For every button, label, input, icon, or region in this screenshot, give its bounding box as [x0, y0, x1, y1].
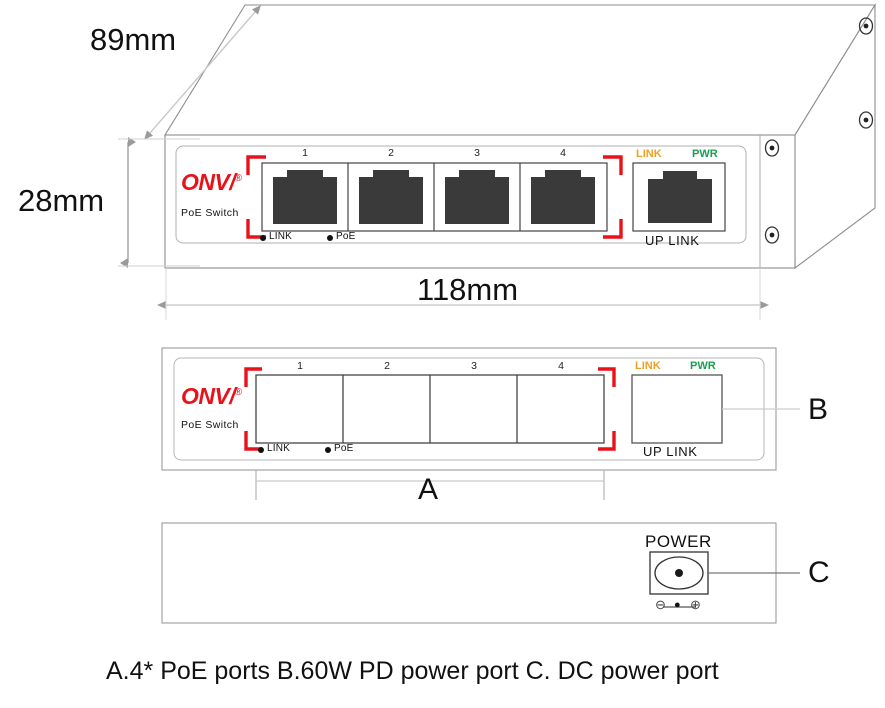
brand-registered-mark: ® [234, 173, 242, 185]
link-led-label: LINK [269, 231, 293, 242]
callout-label-b: B [808, 393, 829, 426]
front-panel-uplink [632, 162, 726, 232]
poe-led-label-flat: PoE [334, 443, 354, 454]
dimension-label-height: 28mm [18, 183, 105, 218]
port-number-4: 4 [560, 147, 566, 159]
callout-label-c: C [808, 556, 830, 589]
link-led-dot [260, 235, 266, 241]
port-number-flat-2: 2 [384, 360, 390, 372]
poe-led-dot [327, 235, 333, 241]
dimension-height-28mm [118, 137, 200, 268]
uplink-link-label-flat: LINK [635, 360, 661, 372]
port-number-3: 3 [474, 147, 480, 159]
link-led-dot-flat [258, 447, 264, 453]
callout-label-a: A [418, 473, 439, 506]
power-port-label: POWER [645, 532, 712, 551]
poe-led-dot-flat [325, 447, 331, 453]
dimension-label-depth: 89mm [90, 22, 177, 57]
poe-led-label: PoE [336, 231, 356, 242]
port-number-flat-3: 3 [471, 360, 477, 372]
port-number-flat-1: 1 [297, 360, 303, 372]
dimension-depth-89mm [144, 5, 261, 140]
brand-logo-text: ONV [181, 169, 230, 195]
port-number-flat-4: 4 [558, 360, 564, 372]
uplink-caption: UP LINK [645, 233, 700, 248]
link-led-label-flat: LINK [267, 443, 291, 454]
polarity-positive-icon: ⊕ [690, 597, 701, 612]
figure-caption: A.4* PoE ports B.60W PD power port C. DC… [106, 657, 719, 685]
front-panel-ports [246, 155, 623, 239]
dimension-a-bracket [255, 470, 605, 500]
port-number-1: 1 [302, 147, 308, 159]
dimension-label-width: 118mm [417, 272, 519, 307]
dimension-width-118mm [157, 268, 769, 320]
brand-logo-flat: ONV/® [181, 383, 242, 409]
polarity-negative-icon: ⊖ [655, 597, 666, 612]
side-panel-screws [764, 17, 874, 244]
port-number-2: 2 [388, 147, 394, 159]
model-label: PoE Switch [181, 207, 239, 219]
polarity-center-icon: ● [674, 599, 681, 611]
brand-logo: ONV/® [181, 169, 242, 195]
uplink-link-label: LINK [636, 148, 662, 160]
uplink-pwr-label: PWR [692, 148, 718, 160]
brand-registered-mark-flat: ® [234, 387, 242, 399]
uplink-pwr-label-flat: PWR [690, 360, 716, 372]
model-label-flat: PoE Switch [181, 419, 239, 431]
front-panel-flat-view [161, 347, 777, 471]
brand-logo-text-flat: ONV [181, 383, 230, 409]
uplink-caption-flat: UP LINK [643, 444, 698, 459]
